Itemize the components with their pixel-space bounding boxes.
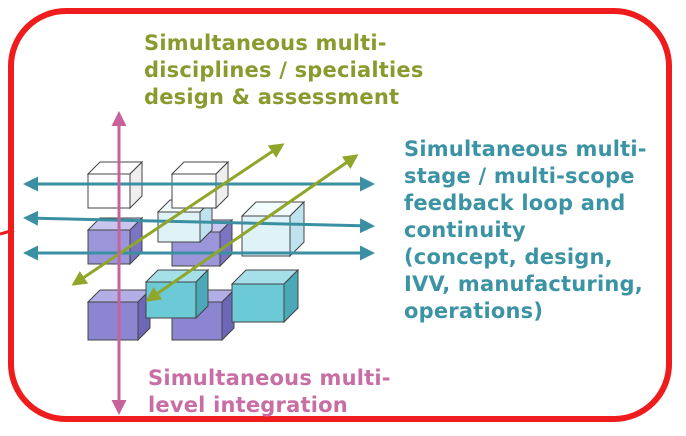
label-integration: Simultaneous multi- level integration	[148, 365, 391, 419]
label-line: stage / multi-scope	[404, 164, 635, 188]
label-line: (concept, design,	[404, 245, 613, 269]
label-line: level integration	[148, 393, 348, 417]
left-connector-line	[0, 228, 15, 236]
label-line: design & assessment	[144, 85, 400, 109]
label-disciplines: Simultaneous multi- disciplines / specia…	[144, 30, 424, 111]
label-line: Simultaneous multi-	[144, 31, 387, 55]
label-stages: Simultaneous multi- stage / multi-scope …	[404, 136, 647, 325]
label-line: continuity	[404, 218, 526, 242]
label-line: IVV, manufacturing,	[404, 272, 643, 296]
red-rounded-frame	[8, 8, 672, 422]
cube	[230, 268, 300, 324]
label-line: disciplines / specialties	[144, 58, 424, 82]
label-line: Simultaneous multi-	[404, 137, 647, 161]
label-line: operations)	[404, 299, 544, 323]
label-line: Simultaneous multi-	[148, 366, 391, 390]
label-line: feedback loop and	[404, 191, 626, 215]
diagonal-arrow	[145, 154, 359, 302]
